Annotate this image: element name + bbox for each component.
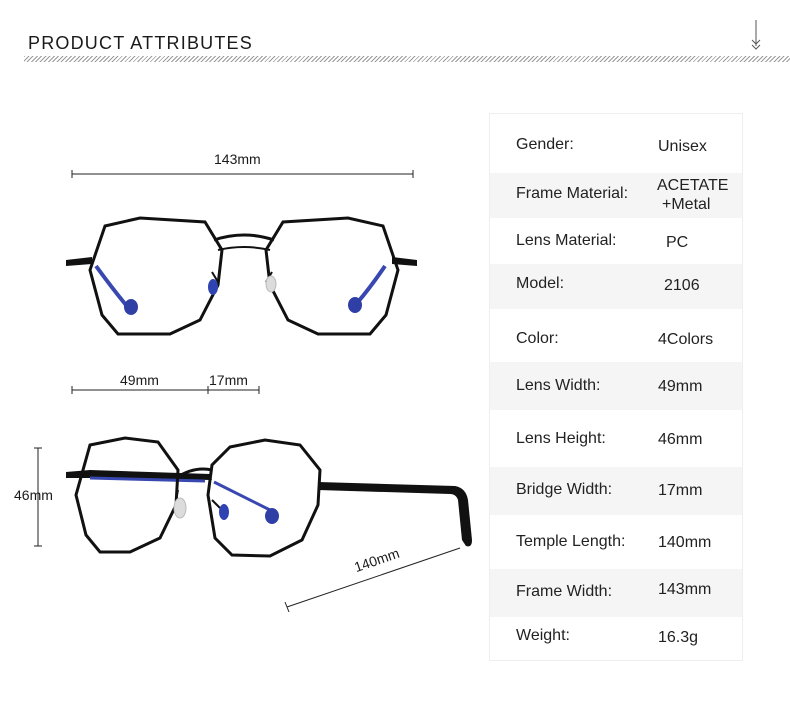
attr-value: 4Colors	[658, 331, 714, 348]
attr-value-line1: ACETATE	[657, 177, 729, 194]
total-width-dimension-line	[71, 170, 414, 178]
attr-value: 49mm	[658, 378, 703, 395]
lens-bridge-dimension-line	[71, 386, 260, 394]
lens-height-label: 46mm	[14, 487, 53, 503]
attributes-table: Gender: Unisex Frame Material: ACETATE +…	[489, 113, 743, 661]
attr-key: Model:	[516, 275, 565, 292]
attr-key: Gender:	[516, 136, 574, 153]
attr-row-lens-material: Lens Material: PC	[490, 220, 742, 265]
lens-width-label: 49mm	[120, 372, 159, 388]
attr-row-color: Color: 4Colors	[490, 310, 742, 360]
attr-value: 16.3g	[658, 629, 699, 646]
attr-value: 143mm	[658, 581, 712, 598]
attr-key: Temple Length:	[516, 533, 626, 550]
attr-key: Bridge Width:	[516, 481, 613, 498]
lens-height-dimension-line	[34, 447, 42, 547]
section-title: PRODUCT ATTRIBUTES	[28, 33, 253, 53]
attr-row-lens-width: Lens Width: 49mm	[490, 362, 742, 410]
front-view-glasses	[66, 216, 417, 336]
attr-value: 140mm	[658, 534, 712, 551]
title-underline	[24, 56, 790, 62]
chevron-down-icon	[751, 20, 761, 50]
attr-key: Lens Material:	[516, 232, 617, 249]
attr-value: 2106	[664, 277, 700, 294]
attr-key: Color:	[516, 330, 559, 347]
attr-value: PC	[666, 234, 689, 251]
attr-key: Frame Material:	[516, 185, 629, 202]
attr-key: Lens Width:	[516, 377, 601, 394]
attr-key: Lens Height:	[516, 430, 606, 447]
attr-key: Weight:	[516, 627, 570, 644]
angled-view-glasses	[66, 436, 472, 558]
attr-row-gender: Gender: Unisex	[490, 114, 742, 170]
bridge-width-label: 17mm	[209, 372, 248, 388]
attr-value: 17mm	[658, 482, 703, 499]
attr-row-bridge-width: Bridge Width: 17mm	[490, 467, 742, 515]
attr-key: Frame Width:	[516, 583, 613, 600]
attr-value-line2: +Metal	[662, 196, 711, 213]
attr-row-lens-height: Lens Height: 46mm	[490, 412, 742, 465]
attr-row-model: Model: 2106	[490, 264, 742, 309]
attr-value: Unisex	[658, 138, 707, 155]
temple-length-dimension-line	[284, 547, 461, 613]
attr-row-weight: Weight: 16.3g	[490, 617, 742, 660]
attr-row-temple-length: Temple Length: 140mm	[490, 515, 742, 569]
attr-row-frame-material: Frame Material: ACETATE +Metal	[490, 173, 742, 218]
total-width-label: 143mm	[214, 151, 261, 167]
attr-value: 46mm	[658, 431, 703, 448]
attr-row-frame-width: Frame Width: 143mm	[490, 569, 742, 617]
